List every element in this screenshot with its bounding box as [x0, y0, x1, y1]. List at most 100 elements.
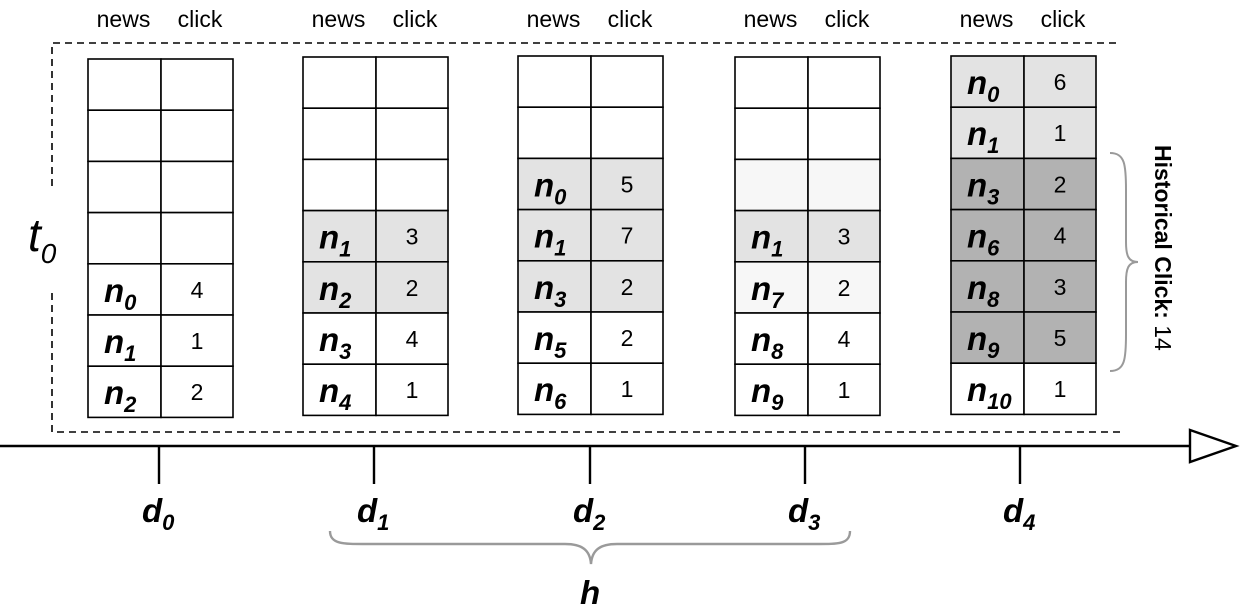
news-column-header: news: [960, 6, 1014, 32]
click-cell: [1023, 208, 1097, 262]
news-cell: [950, 55, 1025, 109]
news-id: n0: [534, 166, 567, 209]
time-axis-arrowhead: [1188, 428, 1240, 464]
click-count: 2: [621, 325, 634, 351]
click-count: 2: [1054, 171, 1067, 197]
table-row: [734, 107, 881, 161]
news-cell: [302, 107, 377, 161]
click-cell: [590, 55, 664, 109]
news-id: n7: [751, 270, 785, 313]
news-cell: [87, 58, 162, 112]
table-row: [302, 56, 449, 110]
news-id: n9: [967, 320, 1000, 363]
news-id: n1: [319, 219, 351, 262]
t0-label: t0: [28, 209, 57, 269]
click-cell: [160, 262, 234, 316]
news-cell: [734, 56, 809, 110]
t0-base: t: [28, 209, 43, 261]
click-count: 3: [838, 224, 851, 250]
table-row: n3 2: [950, 157, 1097, 211]
table-row: [734, 56, 881, 110]
news-cell: [302, 158, 377, 212]
news-id: n2: [319, 270, 352, 313]
h-brace: [328, 530, 852, 565]
table-row: [87, 109, 234, 163]
news-id: n2: [104, 374, 137, 417]
day-label: d4: [1003, 492, 1035, 535]
table-row: n7 2: [734, 260, 881, 314]
click-cell: [807, 107, 881, 161]
click-cell: [590, 259, 664, 313]
click-count: 6: [1054, 69, 1067, 95]
news-cell: [517, 311, 592, 365]
news-id: n0: [104, 272, 137, 315]
table-row: [87, 58, 234, 112]
historical-click-value: 14: [1150, 319, 1176, 351]
day-label: d2: [573, 492, 606, 535]
click-cell: [1023, 362, 1097, 416]
table-row: [87, 211, 234, 265]
news-id: n5: [534, 320, 567, 363]
news-cell: [87, 262, 162, 316]
click-count: 1: [191, 328, 204, 354]
table-row: n9 5: [950, 311, 1097, 365]
click-cell: [160, 58, 234, 112]
news-cell: [734, 260, 809, 314]
news-column-header: news: [97, 6, 151, 32]
click-count: 1: [1054, 376, 1067, 402]
news-id: n3: [534, 269, 566, 312]
click-column-header: click: [178, 6, 223, 32]
t0-dashed-frame: [51, 42, 1120, 433]
click-column-header: click: [825, 6, 870, 32]
click-cell: [590, 362, 664, 416]
click-count: 5: [621, 171, 634, 197]
news-id: n3: [319, 321, 351, 364]
news-cell: [302, 56, 377, 110]
news-column-header: news: [527, 6, 581, 32]
t0-sub: 0: [41, 238, 57, 269]
news-id: n3: [967, 166, 999, 209]
click-cell: [160, 109, 234, 163]
news-id: n0: [967, 64, 1000, 107]
table-row: [302, 107, 449, 161]
click-cell: [807, 56, 881, 110]
click-count: 5: [1054, 325, 1067, 351]
click-cell: [807, 312, 881, 366]
click-cell: [160, 160, 234, 214]
news-column-header: news: [744, 6, 798, 32]
click-cell: [1023, 157, 1097, 211]
click-count: 2: [838, 275, 851, 301]
click-count: 4: [406, 326, 419, 352]
table-row: [302, 158, 449, 212]
click-cell: [1023, 311, 1097, 365]
click-column-header: click: [393, 6, 438, 32]
table-row: n0 6: [950, 55, 1097, 109]
news-id: n4: [319, 372, 351, 415]
day-label: d3: [788, 492, 820, 535]
table-row: [517, 106, 664, 160]
historical-click-title: Historical Click:: [1150, 145, 1176, 319]
click-cell: [160, 314, 234, 368]
click-count: 1: [1054, 120, 1067, 146]
click-count: 2: [406, 275, 419, 301]
historical-click-label: Historical Click: 14: [1150, 145, 1176, 351]
click-count: 1: [406, 377, 419, 403]
news-cell: [302, 260, 377, 314]
news-cell: [734, 107, 809, 161]
click-count: 1: [838, 377, 851, 403]
news-cell: [517, 259, 592, 313]
